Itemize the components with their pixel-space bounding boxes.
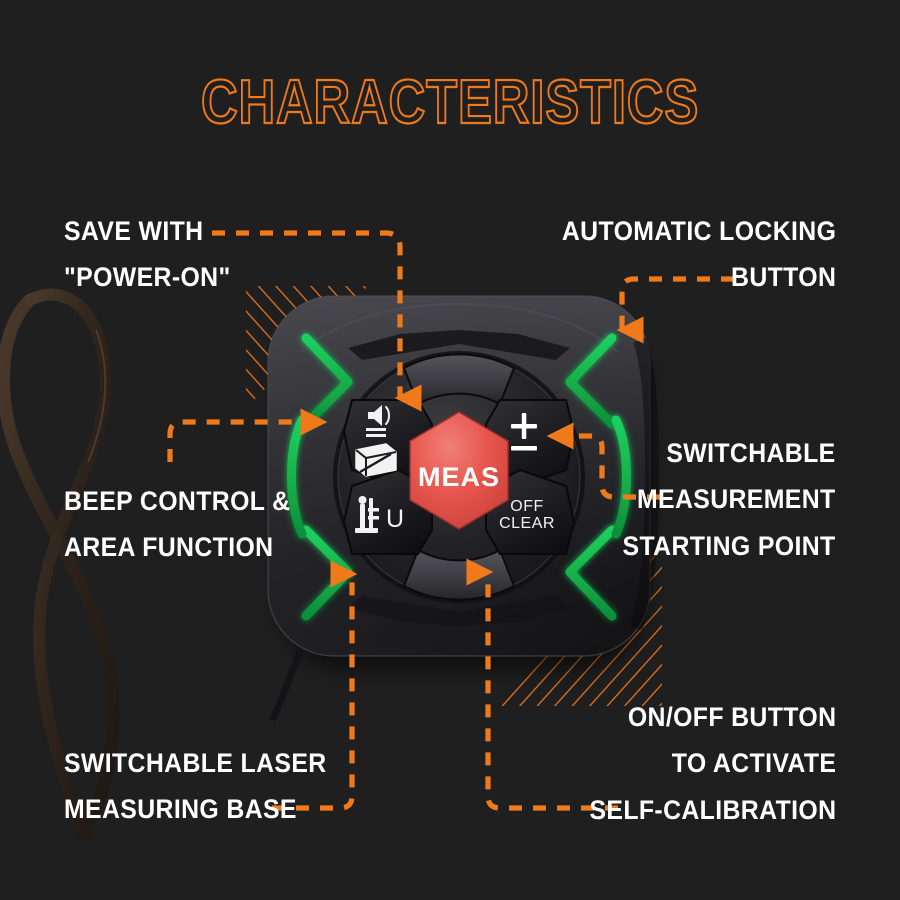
callout-line: ON/OFF BUTTON <box>627 702 836 732</box>
off-clear-line1: OFF <box>510 498 544 515</box>
callout-line: SWITCHABLE <box>666 438 836 468</box>
callout-line: AREA FUNCTION <box>64 532 274 563</box>
callout-line: AUTOMATIC LOCKING <box>561 216 836 246</box>
callout-line: "POWER-ON" <box>64 262 231 293</box>
speaker-beep-icon <box>366 405 390 437</box>
off-clear-line2: CLEAR <box>499 515 555 532</box>
callout-line: TO ACTIVATE <box>671 748 836 779</box>
callout-line: STARTING POINT <box>622 530 836 561</box>
callout-switchable-laser-measuring-base: SWITCHABLE LASER MEASURING BASE <box>64 740 349 833</box>
callout-beep-control-area-function: BEEP CONTROL & AREA FUNCTION <box>64 478 310 571</box>
callout-line: BUTTON <box>730 262 836 293</box>
page-title: CHARACTERISTICS <box>200 68 700 137</box>
keypad: MEAS <box>333 351 585 603</box>
device-base-edge <box>268 648 304 722</box>
lock-button-top[interactable] <box>402 353 516 406</box>
callout-line: BEEP CONTROL & <box>64 486 291 516</box>
callout-line: MEASURING BASE <box>64 794 297 825</box>
plus-minus-icon <box>511 413 537 451</box>
callout-automatic-locking-button: AUTOMATIC LOCKING BUTTON <box>538 208 836 301</box>
callout-line: SWITCHABLE LASER <box>64 748 327 778</box>
measuring-base-icon <box>355 496 379 533</box>
meas-button-label: MEAS <box>418 462 500 492</box>
meas-button[interactable] <box>409 411 509 530</box>
callout-line: MEASUREMENT <box>637 484 836 515</box>
unit-label: U <box>386 505 404 533</box>
callout-line: SAVE WITH <box>64 216 204 246</box>
callout-line: SELF-CALIBRATION <box>589 794 836 825</box>
callout-on-off-button-self-calibration: ON/OFF BUTTON TO ACTIVATE SELF-CALIBRATI… <box>568 694 836 833</box>
callout-switchable-measurement-starting-point: SWITCHABLE MEASUREMENT STARTING POINT <box>604 430 836 569</box>
area-box-icon <box>355 443 397 477</box>
callout-save-with-power-on: SAVE WITH "POWER-ON" <box>64 208 245 301</box>
